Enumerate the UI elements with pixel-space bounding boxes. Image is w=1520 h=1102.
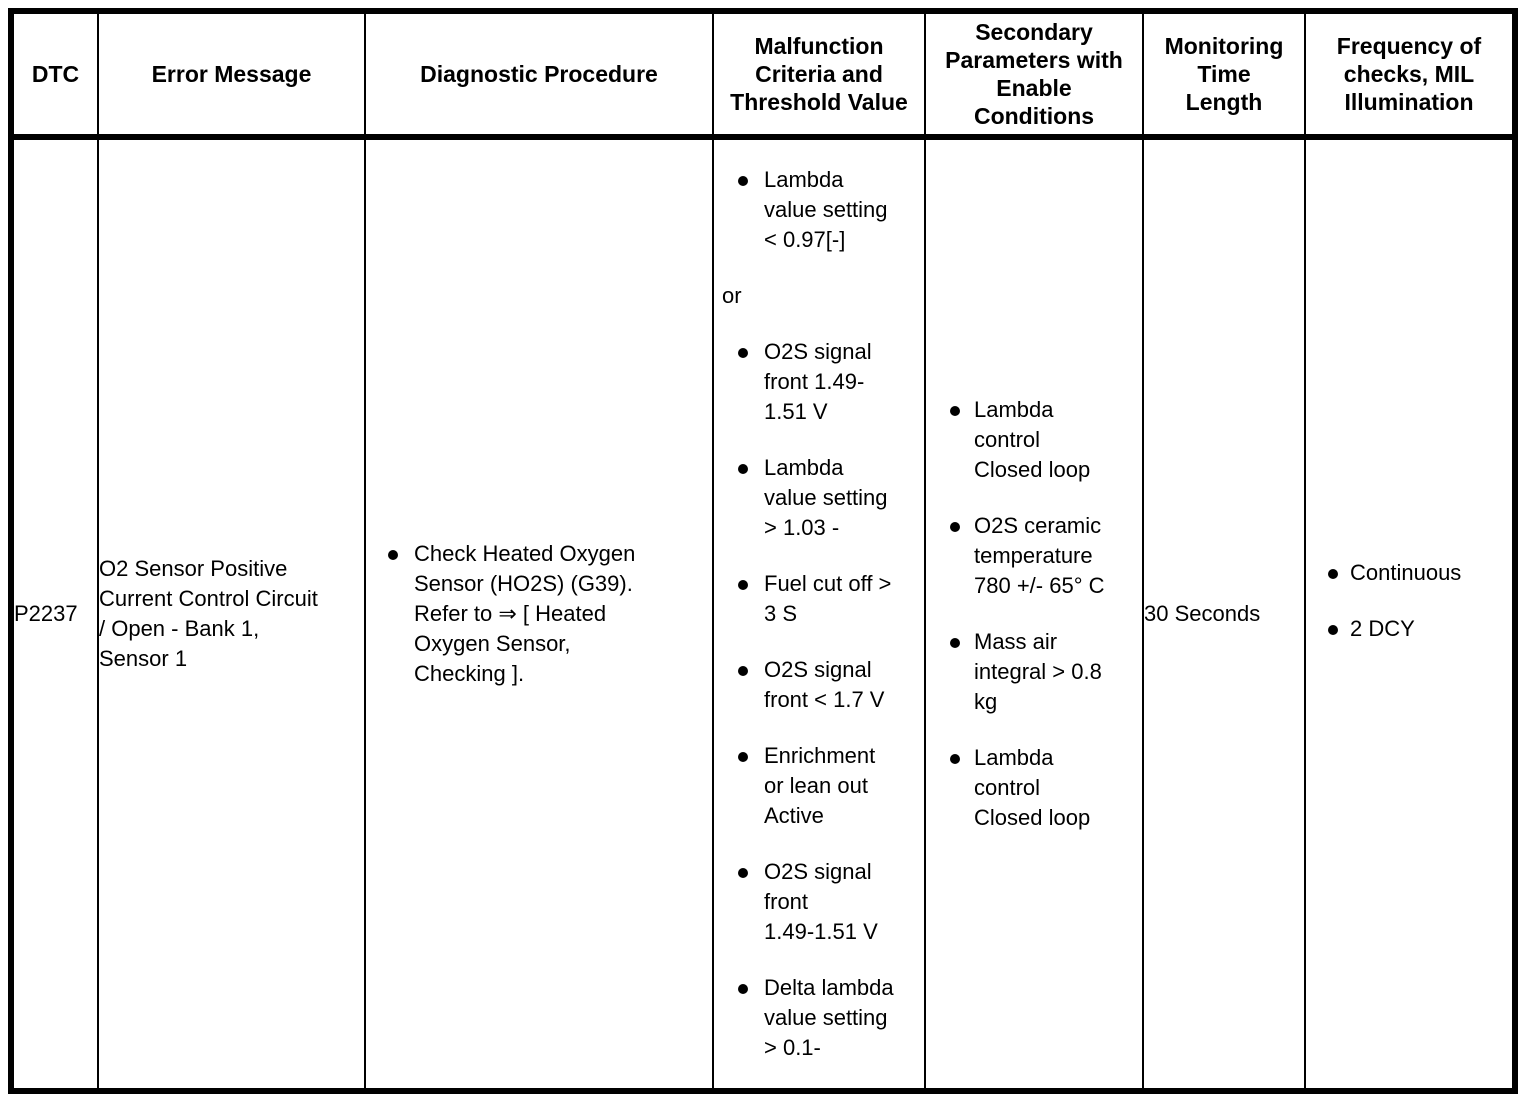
bullet-dot-icon	[738, 984, 748, 994]
list-item: Lambda control Closed loop	[930, 743, 1138, 833]
secondary-parameter-item-1: Lambda control Closed loop	[974, 397, 1091, 482]
secondary-parameters-list: Lambda control Closed loop O2S ceramic t…	[930, 395, 1138, 833]
cell-error-message: O2 Sensor Positive Current Control Circu…	[97, 136, 366, 1092]
dtc-diagnostic-table: DTC Error Message Diagnostic Procedure M…	[8, 8, 1518, 1094]
bullet-dot-icon	[950, 406, 960, 416]
malfunction-criteria-g2-item-5: Enrichment or lean out Active	[764, 743, 876, 828]
malfunction-criteria-wrapper: Lambda value setting < 0.97[-] or O2S si…	[714, 165, 924, 1063]
frequency-mil-item-1: Continuous	[1350, 560, 1462, 585]
bullet-dot-icon	[1328, 569, 1338, 579]
list-item: Check Heated Oxygen Sensor (HO2S) (G39).…	[366, 539, 712, 689]
malfunction-criteria-list-group-2: O2S signal front 1.49- 1.51 V Lambda val…	[718, 337, 920, 1063]
column-header-monitoring-time-label: Monitoring Time Length	[1164, 33, 1284, 115]
column-header-dtc: DTC	[10, 10, 99, 140]
malfunction-criteria-g2-item-7: Delta lambda value setting > 0.1-	[764, 975, 894, 1060]
bullet-dot-icon	[738, 580, 748, 590]
cell-diagnostic-procedure: Check Heated Oxygen Sensor (HO2S) (G39).…	[364, 136, 714, 1092]
cell-dtc-code: P2237	[10, 136, 99, 1092]
table-row: P2237 O2 Sensor Positive Current Control…	[10, 136, 1516, 1092]
secondary-parameter-item-4: Lambda control Closed loop	[974, 745, 1091, 830]
list-item: O2S signal front < 1.7 V	[718, 655, 920, 715]
column-header-monitoring-time: Monitoring Time Length	[1142, 10, 1306, 140]
column-header-frequency-mil-label: Frequency of checks, MIL Illumination	[1336, 33, 1482, 115]
frequency-mil-list: Continuous 2 DCY	[1306, 558, 1512, 644]
bullet-dot-icon	[738, 176, 748, 186]
malfunction-criteria-g2-item-4: O2S signal front < 1.7 V	[764, 657, 885, 712]
column-header-secondary-parameters: Secondary Parameters with Enable Conditi…	[924, 10, 1144, 140]
bullet-dot-icon	[738, 666, 748, 676]
monitoring-time-length-value: 30 Seconds	[1144, 601, 1261, 626]
list-item: Lambda value setting < 0.97[-]	[718, 165, 920, 255]
malfunction-criteria-or-separator: or	[722, 283, 742, 308]
secondary-parameter-item-3: Mass air integral > 0.8 kg	[974, 629, 1102, 714]
secondary-parameters-wrapper: Lambda control Closed loop O2S ceramic t…	[926, 395, 1142, 833]
list-item: Mass air integral > 0.8 kg	[930, 627, 1138, 717]
list-item: Fuel cut off > 3 S	[718, 569, 920, 629]
column-header-malfunction-criteria: Malfunction Criteria and Threshold Value	[712, 10, 926, 140]
bullet-dot-icon	[738, 752, 748, 762]
bullet-dot-icon	[738, 868, 748, 878]
malfunction-criteria-list-group-1: Lambda value setting < 0.97[-]	[718, 165, 920, 255]
table-header-row: DTC Error Message Diagnostic Procedure M…	[10, 10, 1516, 140]
list-item: O2S ceramic temperature 780 +/- 65° C	[930, 511, 1138, 601]
malfunction-criteria-g2-item-1: O2S signal front 1.49- 1.51 V	[764, 339, 872, 424]
bullet-dot-icon	[950, 638, 960, 648]
cell-malfunction-criteria: Lambda value setting < 0.97[-] or O2S si…	[712, 136, 926, 1092]
column-header-diagnostic-procedure-label: Diagnostic Procedure	[420, 61, 658, 87]
error-message-line-3: / Open - Bank 1,	[99, 616, 260, 641]
bullet-dot-icon	[738, 464, 748, 474]
malfunction-criteria-g1-item-1: Lambda value setting < 0.97[-]	[764, 167, 888, 252]
column-header-error-message-label: Error Message	[151, 61, 312, 87]
bullet-dot-icon	[388, 550, 398, 560]
list-item: O2S signal front 1.49- 1.51 V	[718, 337, 920, 427]
list-item: Enrichment or lean out Active	[718, 741, 920, 831]
frequency-mil-item-2: 2 DCY	[1350, 616, 1415, 641]
diagnostic-procedure-step-1: Check Heated Oxygen Sensor (HO2S) (G39).…	[414, 541, 636, 686]
malfunction-criteria-g2-item-2: Lambda value setting > 1.03 -	[764, 455, 888, 540]
list-item: Delta lambda value setting > 0.1-	[718, 973, 920, 1063]
error-message-line-4: Sensor 1	[99, 646, 188, 671]
error-message-line-1: O2 Sensor Positive	[99, 556, 288, 581]
error-message-line-2: Current Control Circuit	[99, 586, 318, 611]
cell-frequency-mil: Continuous 2 DCY	[1304, 136, 1516, 1092]
malfunction-criteria-g2-item-3: Fuel cut off > 3 S	[764, 571, 892, 626]
column-header-secondary-parameters-label: Secondary Parameters with Enable Conditi…	[945, 19, 1123, 129]
column-header-malfunction-criteria-label: Malfunction Criteria and Threshold Value	[730, 33, 908, 115]
bullet-dot-icon	[1328, 625, 1338, 635]
bullet-dot-icon	[950, 522, 960, 532]
cell-secondary-parameters: Lambda control Closed loop O2S ceramic t…	[924, 136, 1144, 1092]
column-header-frequency-mil: Frequency of checks, MIL Illumination	[1304, 10, 1516, 140]
dtc-code-value: P2237	[14, 601, 78, 626]
list-item: O2S signal front 1.49-1.51 V	[718, 857, 920, 947]
list-item: Continuous	[1306, 558, 1512, 588]
list-item: Lambda control Closed loop	[930, 395, 1138, 485]
list-item: Lambda value setting > 1.03 -	[718, 453, 920, 543]
bullet-dot-icon	[738, 348, 748, 358]
column-header-diagnostic-procedure: Diagnostic Procedure	[364, 10, 714, 140]
cell-monitoring-time-length: 30 Seconds	[1142, 136, 1306, 1092]
list-item: 2 DCY	[1306, 614, 1512, 644]
column-header-error-message: Error Message	[97, 10, 366, 140]
malfunction-criteria-g2-item-6: O2S signal front 1.49-1.51 V	[764, 859, 878, 944]
diagnostic-procedure-list: Check Heated Oxygen Sensor (HO2S) (G39).…	[366, 539, 712, 689]
column-header-dtc-label: DTC	[31, 61, 80, 87]
bullet-dot-icon	[950, 754, 960, 764]
secondary-parameter-item-2: O2S ceramic temperature 780 +/- 65° C	[974, 513, 1105, 598]
